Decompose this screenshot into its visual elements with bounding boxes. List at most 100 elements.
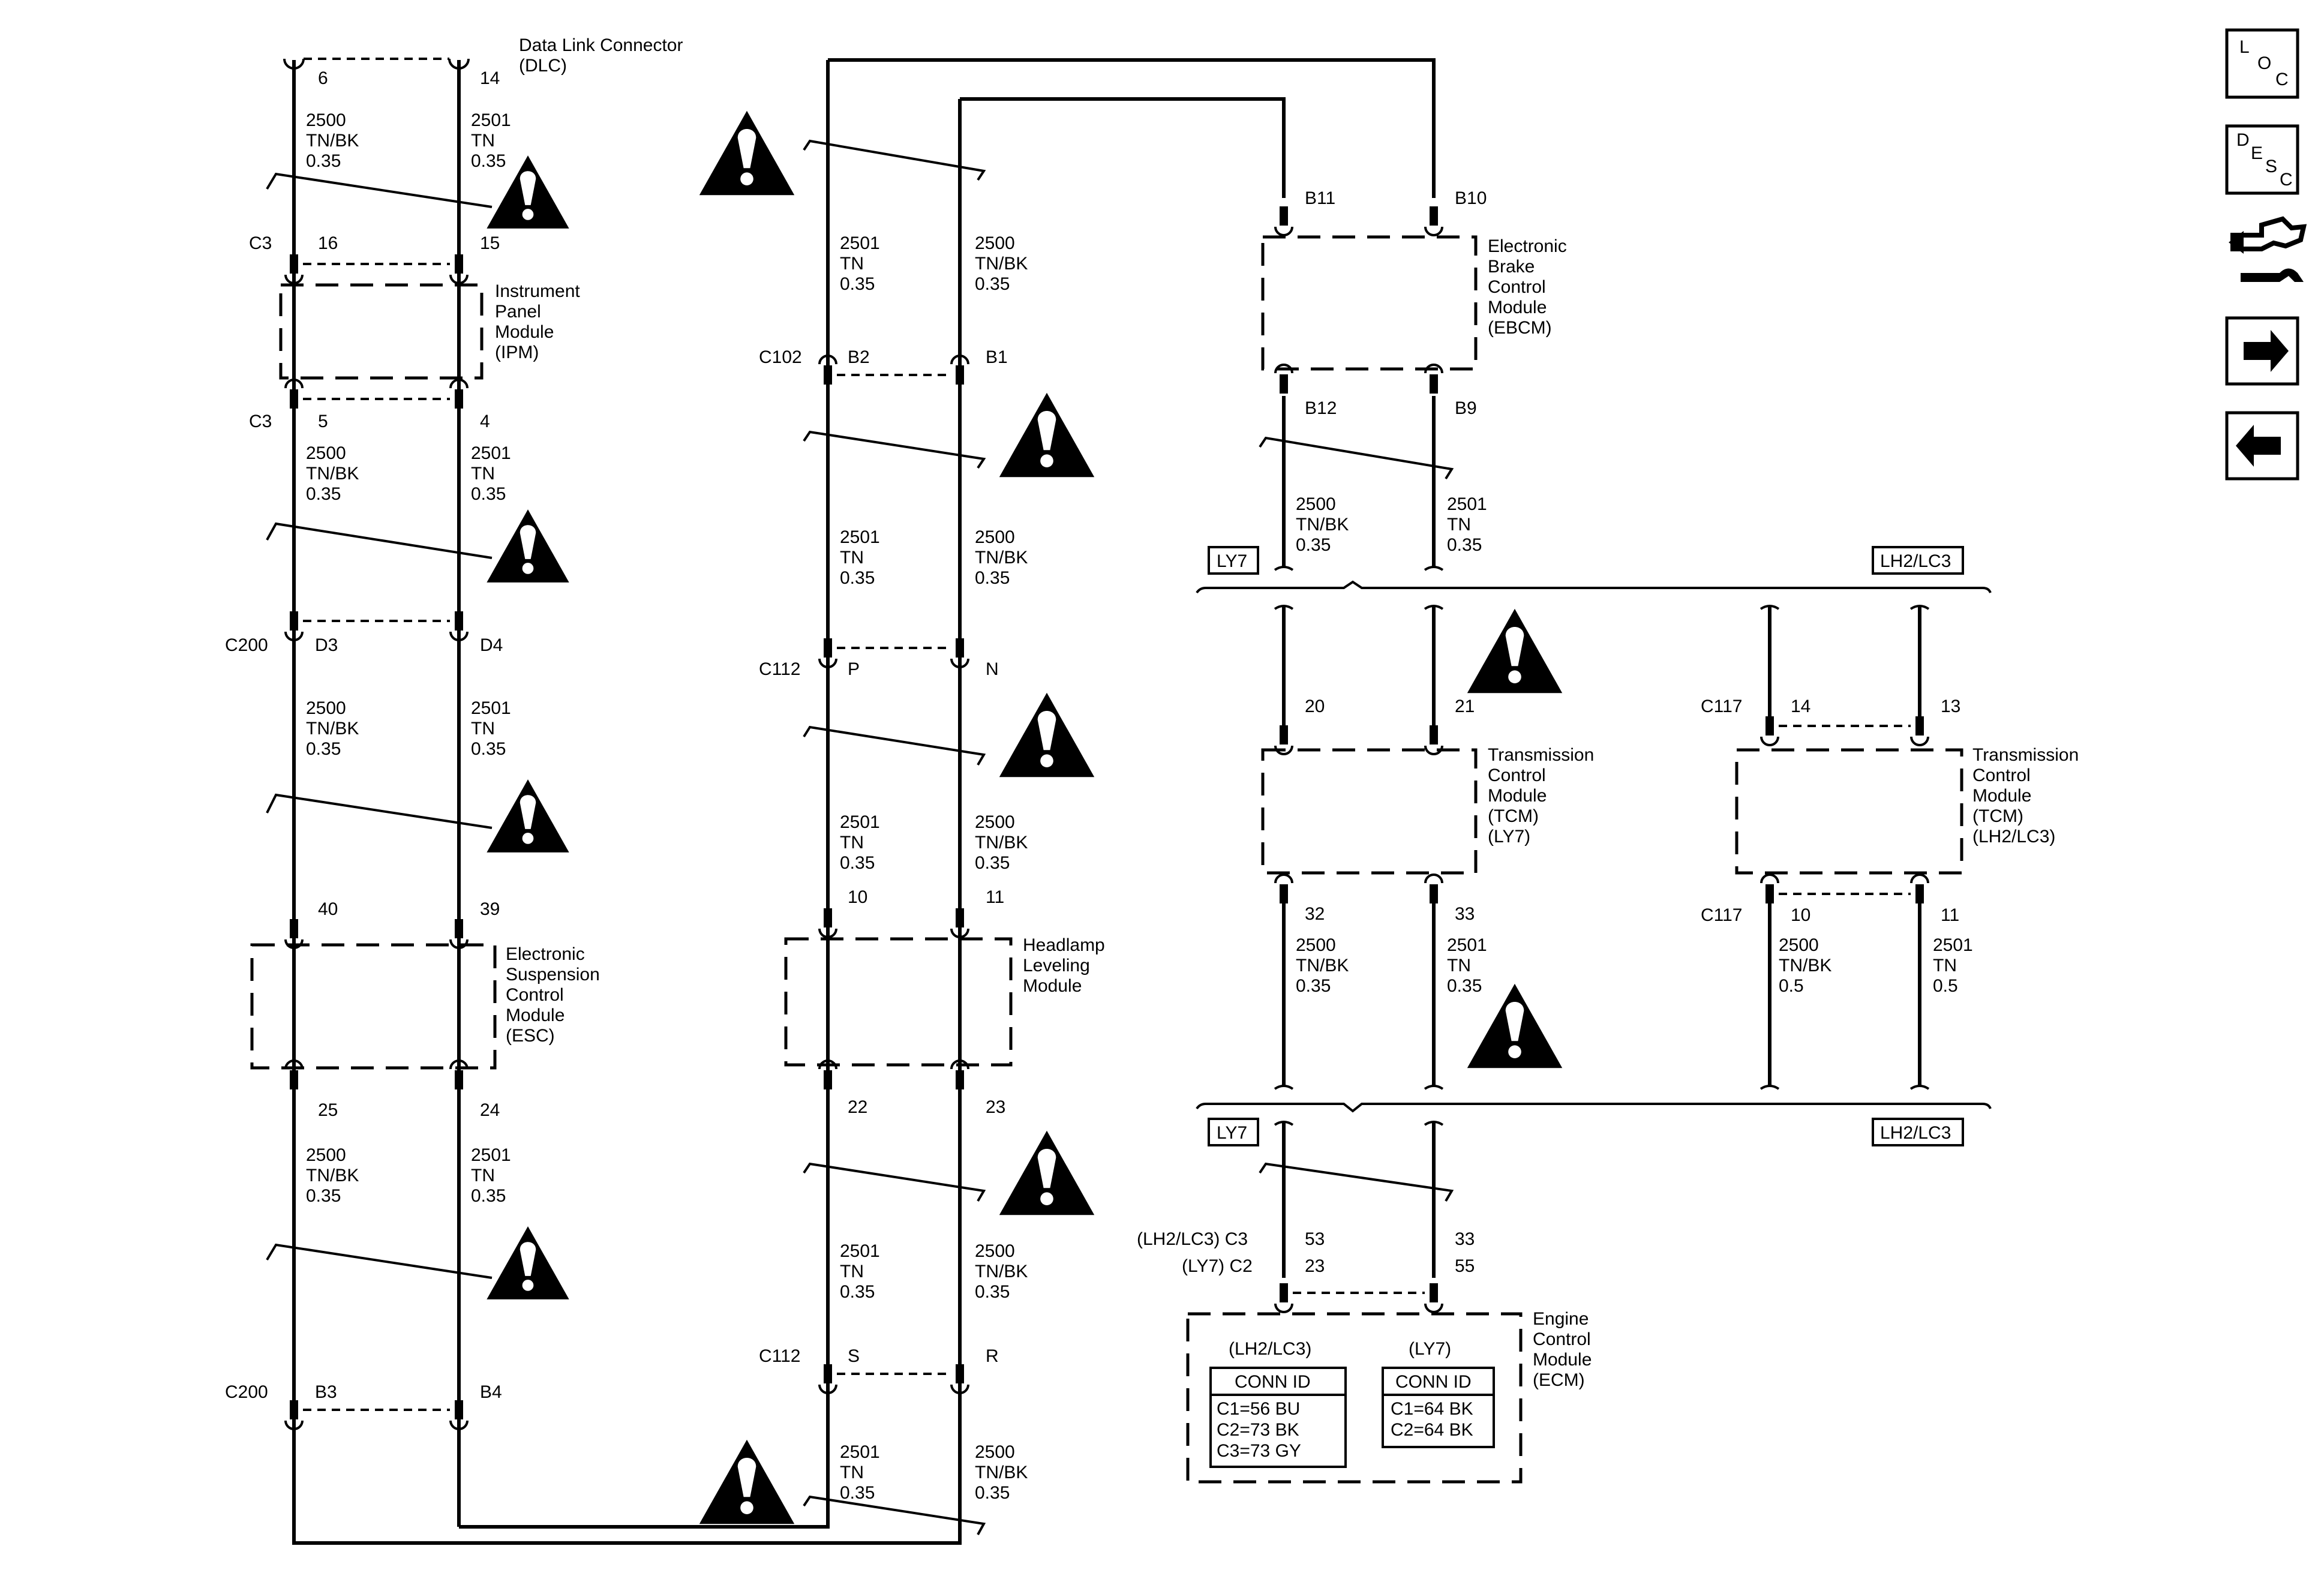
warning-icon[interactable] [487, 509, 569, 583]
c200-upper-left-pin: D3 [315, 635, 338, 655]
desc-button[interactable]: D E S C [2225, 124, 2299, 195]
text-line: Control [1488, 766, 1546, 785]
loc-letter-c: C [2275, 70, 2289, 89]
text-line: 0.35 [1296, 976, 1331, 996]
text-line: Module [1023, 976, 1082, 996]
tcm-ly7-top-left-pin: 20 [1305, 697, 1325, 716]
dlc-connector: 6 14 Data Link Connector(DLC) [283, 35, 683, 88]
esc-top-left-pin: 40 [318, 899, 338, 919]
text-line: 2501 [840, 527, 880, 547]
warning-icon[interactable] [699, 1439, 795, 1524]
esc-top-right-pin: 39 [480, 899, 500, 919]
warning-icon[interactable] [1467, 983, 1563, 1068]
hlm-top-left-pin: 10 [848, 887, 867, 907]
loc-letter-o: O [2257, 53, 2271, 73]
c200-lower-conn: C200 [225, 1382, 268, 1402]
desc-letter-s: S [2265, 157, 2277, 176]
warning-icon[interactable] [999, 692, 1095, 778]
text-line: (TCM) [1972, 806, 2023, 826]
ebcm-bottom-left-pin: B12 [1305, 398, 1337, 418]
hlm-top-right-pin: 11 [986, 887, 1004, 907]
ecm-table-lh2-row-3: C3=73 GY [1217, 1441, 1301, 1461]
text-line: Data Link Connector [519, 35, 683, 55]
tcm-ly7-top-right-pin: 21 [1455, 697, 1475, 716]
text-line: TN [471, 719, 495, 739]
text-line: Module [1488, 298, 1547, 317]
text-line: (TCM) [1488, 806, 1539, 826]
text-line: TN/BK [1779, 956, 1831, 975]
text-line: Module [495, 322, 554, 342]
warning-icon[interactable] [487, 779, 569, 852]
text-line: TN [471, 464, 495, 484]
text-line: 0.35 [975, 568, 1010, 588]
ipm-top-left-pin: 16 [318, 233, 338, 253]
text-line: 0.35 [975, 1483, 1010, 1503]
text-line: 0.35 [1447, 535, 1482, 555]
text-line: 2501 [1447, 935, 1487, 955]
text-line: 2500 [306, 110, 346, 130]
text-line: 0.35 [1447, 976, 1482, 996]
text-line: Suspension [506, 965, 600, 984]
c200-lower-right-pin: B4 [480, 1382, 502, 1402]
text-line: 2500 [975, 1442, 1015, 1462]
c200-upper-right-pin: D4 [480, 635, 503, 655]
ecm-table-ly7-row-2: C2=64 BK [1391, 1420, 1473, 1440]
c112-upper-connector: C112 P N [759, 637, 999, 679]
text-line: Transmission [1488, 745, 1594, 765]
c200-upper-conn: C200 [225, 635, 268, 655]
warning-icon[interactable] [999, 1130, 1095, 1215]
text-line: 0.35 [471, 151, 506, 171]
loc-button[interactable]: L O C [2225, 28, 2299, 99]
ecm-table-lh2-heading: (LH2/LC3) [1229, 1339, 1311, 1359]
text-line: 2500 [975, 1241, 1015, 1261]
text-line: 2501 [471, 698, 511, 718]
previous-button[interactable] [2225, 411, 2299, 481]
warning-icon[interactable] [487, 1226, 569, 1299]
ebcm-top-right-pin: B10 [1455, 188, 1487, 208]
text-line: (DLC) [519, 56, 567, 76]
tcm-lh2-top-conn: C117 [1701, 697, 1743, 716]
text-line: 2500 [975, 812, 1015, 832]
text-line: Engine [1533, 1309, 1589, 1329]
warning-icon[interactable] [699, 110, 795, 196]
warning-icon[interactable] [999, 392, 1095, 478]
c200-lower-left-pin: B3 [315, 1382, 337, 1402]
tcm-lh2-bottom-left-pin: 10 [1791, 905, 1810, 925]
text-line: 2501 [840, 812, 880, 832]
option-split-upper: LY7 LH2/LC3 [1196, 546, 1992, 594]
ecm-conn-line1: (LH2/LC3) C3 [1137, 1229, 1248, 1249]
ecm-left-pin-b: 23 [1305, 1256, 1325, 1276]
text-line: TN/BK [975, 1262, 1028, 1281]
text-line: TN [471, 131, 495, 151]
previous-arrow-icon [2236, 425, 2281, 467]
c112-upper-right-pin: N [986, 659, 999, 679]
text-line: Leveling [1023, 956, 1090, 975]
loc-letter-l: L [2239, 37, 2250, 57]
connector-end-view-icon[interactable] [2229, 216, 2307, 282]
text-line: 2501 [471, 1145, 511, 1165]
warning-icon[interactable] [1467, 608, 1563, 694]
text-line: TN [840, 548, 864, 568]
next-button[interactable] [2225, 316, 2299, 386]
option-split-lower: LY7 LH2/LC3 [1196, 1103, 1992, 1146]
ecm-table-lh2-row-1: C1=56 BU [1217, 1399, 1300, 1419]
text-line: 2500 [975, 233, 1015, 253]
text-line: TN/BK [975, 548, 1028, 568]
option-ly7-label-2: LY7 [1217, 1123, 1247, 1143]
